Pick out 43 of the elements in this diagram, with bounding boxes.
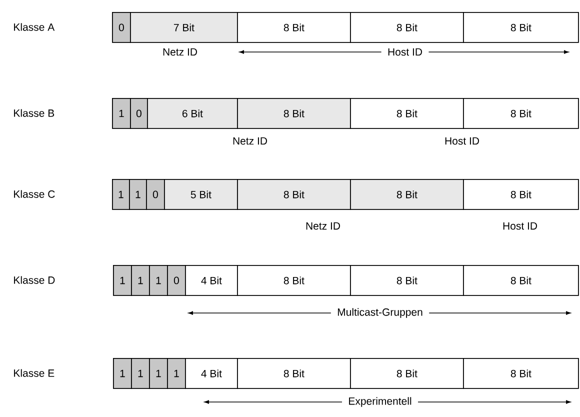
row-label: Klasse B (14, 109, 54, 117)
range-label: Experimentell (349, 397, 412, 407)
field-cell: 4 Bit (185, 265, 238, 296)
bit-cell: 1 (131, 265, 150, 296)
field-cell: 8 Bit (463, 12, 579, 43)
row-label: Klasse D (14, 276, 55, 284)
bit-cell: 0 (130, 98, 148, 129)
field-cell: 8 Bit (237, 98, 351, 129)
row-label: Klasse C (14, 190, 55, 198)
field-label: Netz ID (306, 222, 340, 230)
field-cell: 8 Bit (350, 98, 464, 129)
field-cell: 5 Bit (164, 179, 238, 210)
field-cell: 8 Bit (237, 12, 351, 43)
bit-cell: 0 (112, 12, 131, 43)
field-cell: 8 Bit (237, 179, 351, 210)
row-label: Klasse E (14, 369, 54, 377)
field-cell: 8 Bit (463, 98, 579, 129)
field-cell: 8 Bit (463, 358, 579, 389)
bit-cell: 1 (167, 358, 186, 389)
field-cell: 8 Bit (350, 265, 464, 296)
field-cell: 7 Bit (130, 12, 238, 43)
bit-cell: 1 (129, 179, 147, 210)
field-cell: 8 Bit (350, 12, 464, 43)
field-cell: 8 Bit (463, 265, 579, 296)
bit-cell: 1 (113, 358, 132, 389)
field-cell: 4 Bit (185, 358, 238, 389)
field-label: Host ID (445, 137, 479, 145)
field-cell: 6 Bit (147, 98, 238, 129)
bit-cell: 1 (112, 98, 131, 129)
bit-cell: 0 (146, 179, 165, 210)
bit-cell: 1 (131, 358, 150, 389)
field-label: Netz ID (233, 137, 267, 145)
bit-cell: 1 (149, 358, 168, 389)
bit-cell: 1 (113, 265, 132, 296)
field-cell: 8 Bit (350, 358, 464, 389)
row-label: Klasse A (14, 23, 55, 31)
bit-cell: 1 (149, 265, 168, 296)
field-cell: 8 Bit (463, 179, 579, 210)
range-label: Multicast-Gruppen (338, 308, 422, 318)
bit-cell: 1 (112, 179, 130, 210)
bit-cell: 0 (167, 265, 186, 296)
field-label: Host ID (503, 222, 537, 230)
field-cell: 8 Bit (350, 179, 464, 210)
